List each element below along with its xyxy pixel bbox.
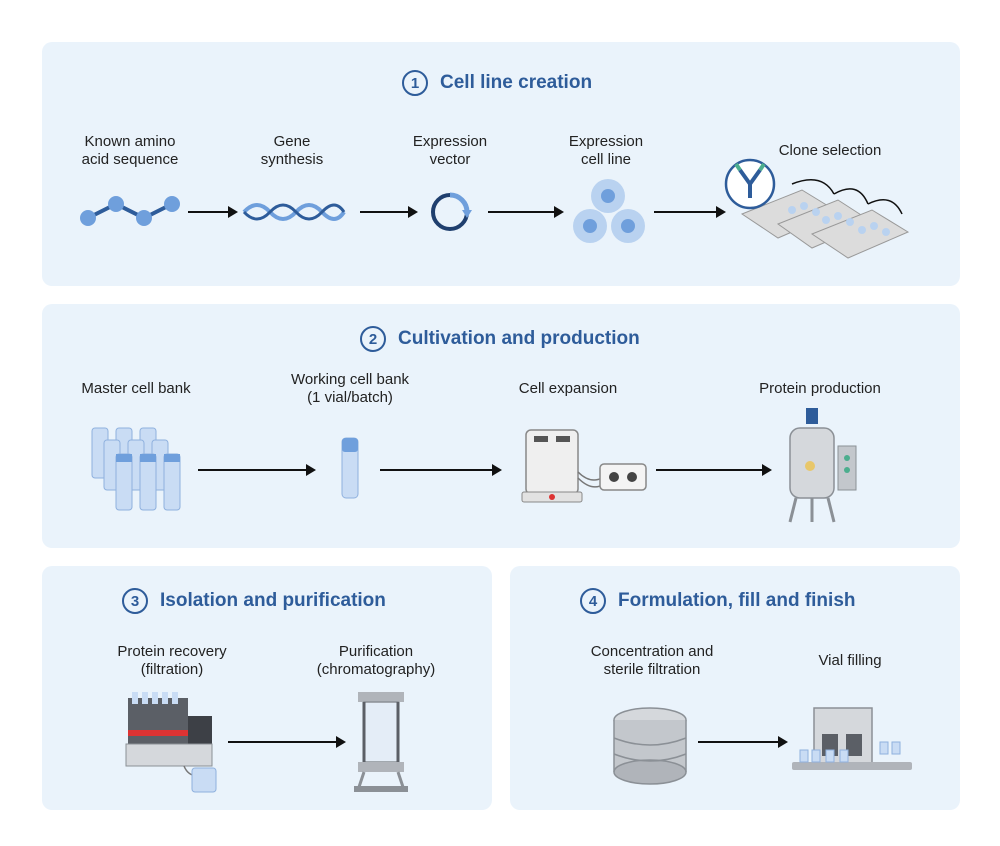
flow-arrow (380, 464, 502, 476)
step-label-protein-production: Protein production (759, 380, 881, 397)
flow-arrow (656, 464, 772, 476)
panel-title-text: Cell line creation (440, 72, 593, 93)
panel-isolation-purification: 3 Isolation and purification Protein rec… (42, 566, 492, 810)
panel-formulation-fill-finish: 4 Formulation, fill and finish Concentra… (510, 566, 960, 810)
amino-acid-chain-icon (80, 196, 180, 226)
step-label-protein-recovery: Protein recovery(filtration) (117, 643, 227, 678)
cells-icon (573, 179, 645, 243)
antibody-well-plates-icon (724, 158, 910, 259)
step-label-purification: Purification(chromatography) (316, 643, 436, 678)
panel-title-text: Formulation, fill and finish (618, 590, 856, 611)
cryovial-icon (341, 437, 359, 499)
panel-title: 2 Cultivation and production (360, 326, 640, 352)
filtration-system-icon (125, 692, 217, 793)
flow-arrow (654, 206, 726, 218)
chromatography-column-icon (354, 692, 408, 792)
step-label-master-cell-bank: Master cell bank (81, 380, 191, 397)
dna-helix-icon (242, 203, 346, 221)
flow-arrow (698, 736, 788, 748)
panel-title-text: Isolation and purification (160, 590, 386, 611)
step-label-clone-selection: Clone selection (778, 142, 882, 159)
bioreactor-bag-icon (521, 429, 647, 503)
step-label-cell-expansion: Cell expansion (518, 380, 618, 397)
flow-arrow (228, 736, 346, 748)
panel-title: 4 Formulation, fill and finish (580, 588, 856, 614)
step-label-vial-filling: Vial filling (818, 652, 882, 669)
panel-title: 3 Isolation and purification (122, 588, 386, 614)
plasmid-vector-icon (431, 192, 472, 231)
cryovial-rack-icon (91, 427, 181, 511)
filter-stack-icon (613, 707, 687, 785)
steel-bioreactor-icon (788, 408, 857, 523)
panel-title: 1 Cell line creation (402, 70, 592, 96)
step-number-badge: 2 (360, 326, 386, 352)
panel-title-text: Cultivation and production (398, 328, 640, 349)
vial-filling-machine-icon (792, 707, 912, 770)
flow-arrow (198, 464, 316, 476)
step-number-badge: 1 (402, 70, 428, 96)
flow-arrow (188, 206, 238, 218)
step-number-badge: 4 (580, 588, 606, 614)
flow-arrow (360, 206, 418, 218)
panel-cultivation-production: 2 Cultivation and production Master cell… (42, 304, 960, 548)
flow-arrow (488, 206, 564, 218)
step-number-badge: 3 (122, 588, 148, 614)
step-label-working-cell-bank: Working cell bank(1 vial/batch) (290, 371, 410, 406)
